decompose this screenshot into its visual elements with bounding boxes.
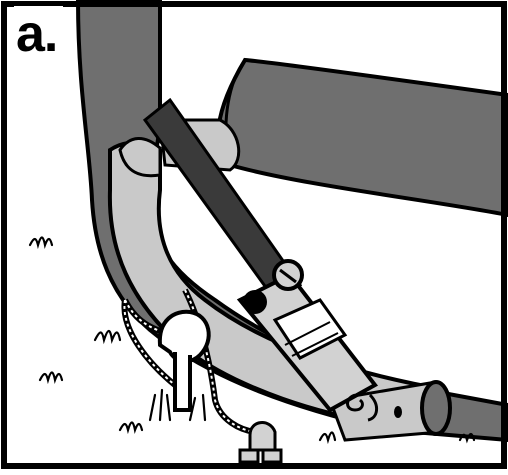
pipe-hole <box>394 406 402 418</box>
seat-panel <box>218 60 508 215</box>
panel-label: a. <box>14 6 63 62</box>
pipe-end <box>422 382 450 434</box>
